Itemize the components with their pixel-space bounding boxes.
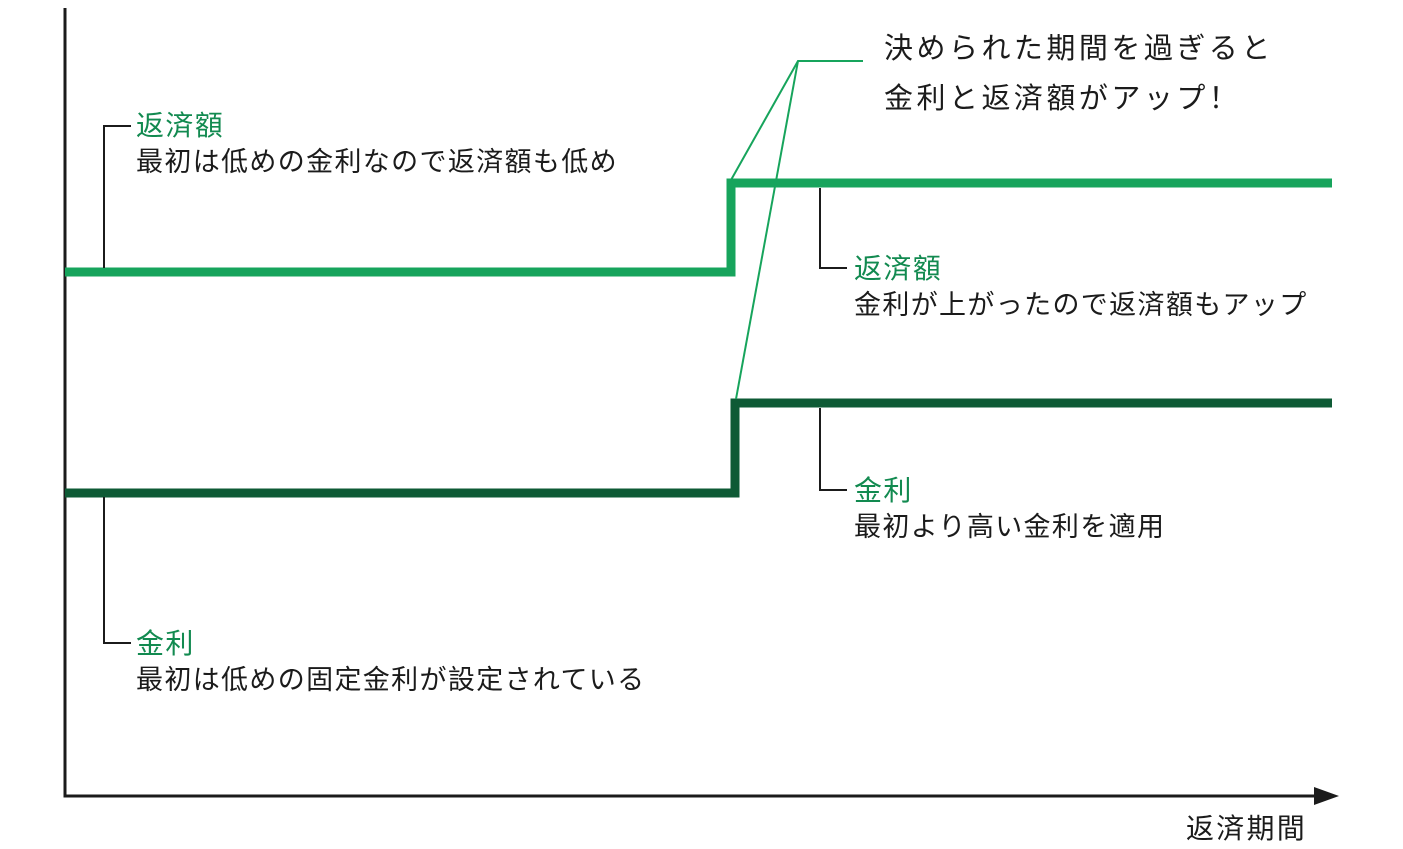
rate-desc-raised: 最初より高い金利を適用 <box>854 512 1166 542</box>
callout-raised-repayment <box>819 188 847 269</box>
repayment-desc-raised: 金利が上がったので返済額もアップ <box>854 290 1308 320</box>
repayment-desc-initial: 最初は低めの金利なので返済額も低め <box>136 147 618 177</box>
series-line-repayment <box>65 178 1332 277</box>
x-axis-arrowhead-icon <box>1314 787 1339 805</box>
series-line-rate <box>65 398 1332 498</box>
annotation-initial-repayment: 返済額 最初は低めの金利なので返済額も低め <box>136 110 618 178</box>
rate-label-raised: 金利 <box>854 475 913 506</box>
callout-note-to-repayment-step <box>730 60 863 181</box>
rate-desc-initial: 最初は低めの固定金利が設定されている <box>136 665 646 695</box>
repayment-label-initial: 返済額 <box>136 110 225 141</box>
annotation-raised-rate: 金利 最初より高い金利を適用 <box>854 475 1165 543</box>
annotation-initial-rate: 金利 最初は低めの固定金利が設定されている <box>136 628 646 696</box>
period-note-line1: 決められた期間を過ぎると <box>884 33 1274 65</box>
callout-note-to-rate-step <box>735 60 799 400</box>
callout-raised-rate <box>819 408 847 491</box>
annotation-raised-repayment: 返済額 金利が上がったので返済額もアップ <box>854 253 1308 321</box>
rate-label-initial: 金利 <box>136 628 195 659</box>
annotation-period-note: 決められた期間を過ぎると 金利と返済額がアップ！ <box>884 24 1274 124</box>
period-note-line2: 金利と返済額がアップ！ <box>884 83 1242 115</box>
repayment-label-raised: 返済額 <box>854 253 943 284</box>
callout-initial-rate <box>103 497 131 644</box>
callout-initial-repayment <box>103 125 131 268</box>
x-axis-label: 返済期間 <box>1186 813 1307 844</box>
